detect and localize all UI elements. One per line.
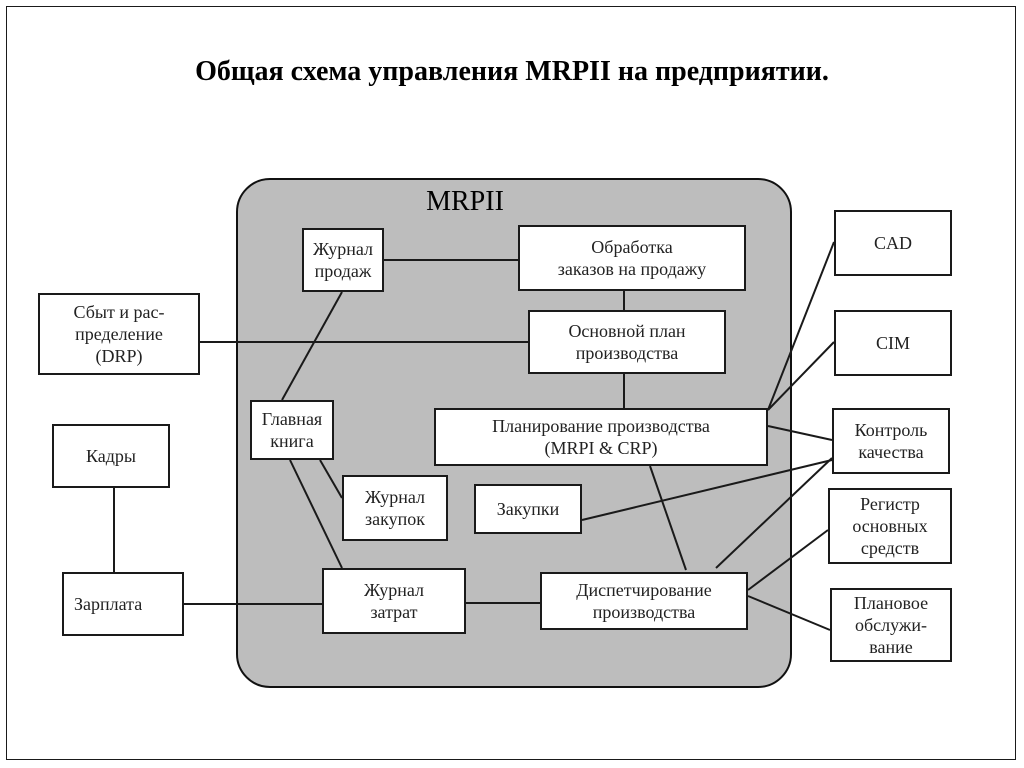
cim-box: CIM [834,310,952,376]
connector-planning-dispatch [649,465,687,571]
connector-purchases-quality [581,459,833,521]
fixed-assets-box: Регистр основных средств [828,488,952,564]
cost-journal-box: Журнал затрат [322,568,466,634]
slide-title: Общая схема управления MRPII на предприя… [195,56,829,87]
connector-ledger-cost [289,459,343,569]
hr-box: Кадры [52,424,170,488]
master-plan-box: Основной план производства [528,310,726,374]
quality-control-box: Контроль качества [832,408,950,474]
payroll-box: Зарплата [62,572,184,636]
order-processing-box: Обработка заказов на продажу [518,225,746,291]
maintenance-box: Плановое обслужи- вание [830,588,952,662]
connector-dispatch-quality [715,457,833,569]
sales-journal-box: Журнал продаж [302,228,384,292]
purchase-journal-box: Журнал закупок [342,475,448,541]
connector-dispatch-maintenance [747,595,831,631]
connector-sales-ledger [281,291,343,401]
distribution-drp-box: Сбыт и рас- пределение (DRP) [38,293,200,375]
cad-box: CAD [834,210,952,276]
dispatching-box: Диспетчирование производства [540,572,748,630]
general-ledger-box: Главная книга [250,400,334,460]
slide-frame [6,6,1016,760]
mrpii-region-label: MRPII [426,186,504,217]
connector-planning-cad [767,241,835,411]
connector-ledger-purchase [319,459,343,499]
purchases-box: Закупки [474,484,582,534]
production-planning-box: Планирование производства (MRPI & CRP) [434,408,768,466]
connector-planning-quality [767,425,833,441]
connector-dispatch-assets [747,529,829,591]
connector-planning-cim [767,341,835,411]
